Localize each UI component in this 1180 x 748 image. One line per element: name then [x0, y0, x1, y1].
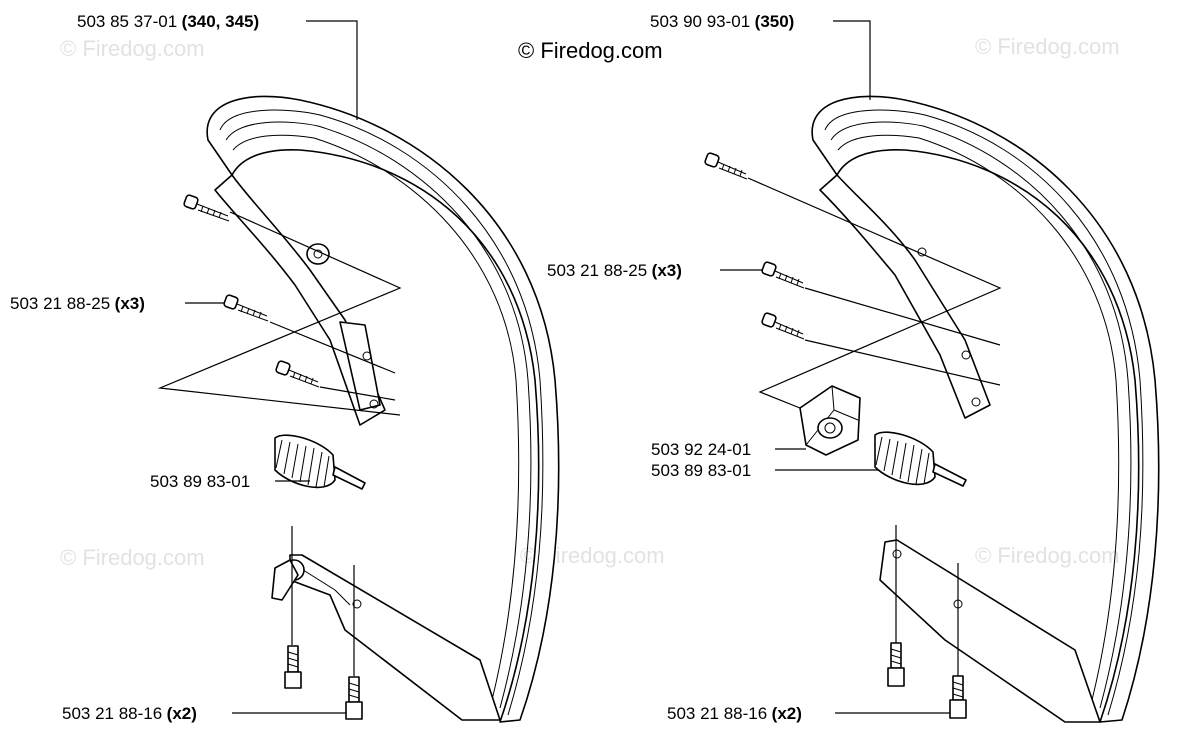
left-screw-top-label: 503 21 88-25 (x3): [10, 294, 145, 313]
right-screw-middle: [761, 261, 805, 289]
watermark-top-left: © Firedog.com: [60, 36, 205, 61]
right-screw-bottom-2: [949, 675, 967, 719]
left-screw-bottom-2: [345, 676, 363, 720]
right-screw-bottom-1: [887, 642, 905, 687]
left-assembly: 503 85 37-01 (340, 345) 503 21 88-25 (x3…: [10, 12, 560, 723]
left-handle-label: 503 85 37-01 (340, 345): [77, 12, 259, 31]
right-handle-label: 503 90 93-01 (350): [650, 12, 794, 31]
left-screw-lower: [275, 360, 320, 388]
watermark-top-right: © Firedog.com: [975, 34, 1120, 59]
right-screw-lower: [761, 312, 805, 340]
right-damper-bracket: [799, 385, 861, 456]
right-damper-label: 503 89 83-01: [651, 461, 751, 480]
left-screw-middle: [223, 294, 269, 322]
right-bracket-label: 503 92 24-01: [651, 440, 751, 459]
left-handle-bar: [206, 95, 560, 723]
right-assembly: 503 90 93-01 (350) 503 21 88-25 (x3) 503…: [547, 12, 1160, 723]
right-screw-upper: [704, 152, 748, 180]
watermark-mid-left: © Firedog.com: [60, 545, 205, 570]
watermark-mid-right: © Firedog.com: [975, 543, 1120, 568]
right-screw-bottom-label: 503 21 88-16 (x2): [667, 704, 802, 723]
left-screw-upper: [183, 194, 230, 222]
right-screw-top-label: 503 21 88-25 (x3): [547, 261, 682, 280]
left-screw-bottom-label: 503 21 88-16 (x2): [62, 704, 197, 723]
left-damper-label: 503 89 83-01: [150, 472, 250, 491]
left-damper-spring: [274, 434, 366, 490]
left-screw-bottom-1: [284, 645, 302, 689]
watermark-main: © Firedog.com: [518, 38, 663, 63]
right-handle-bar: [811, 95, 1160, 723]
right-damper-spring: [874, 431, 967, 487]
